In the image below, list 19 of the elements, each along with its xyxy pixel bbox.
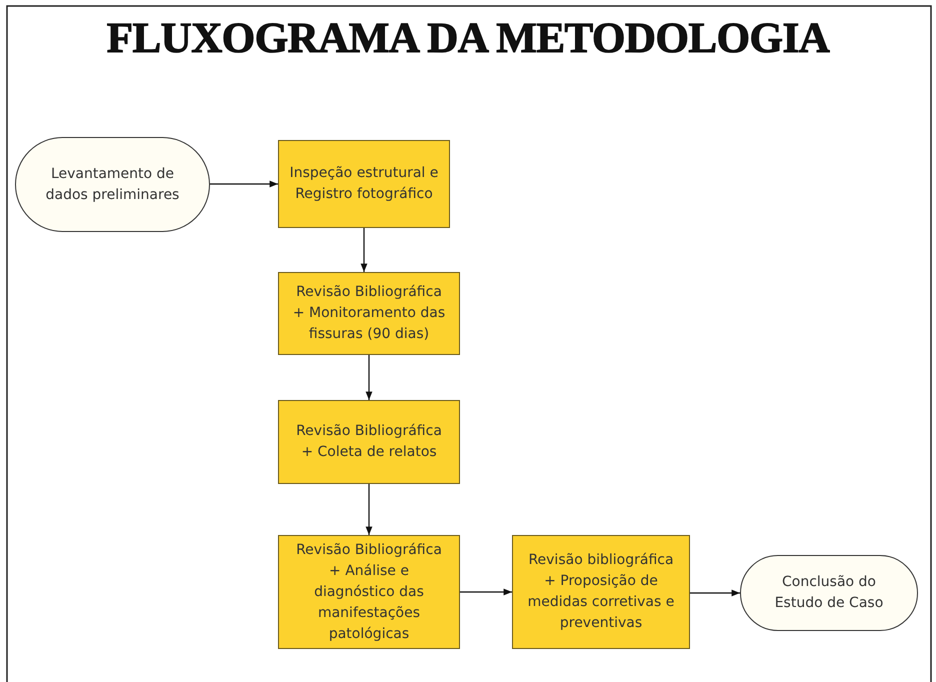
node-text: Revisão Bibliográfica + Coleta de relatos [295,422,443,462]
arrow [366,484,372,535]
arrow [360,228,368,272]
node-text: Inspeção estrutural e Registro fotográfico [288,164,440,204]
process-box [278,272,460,355]
node-text: Revisão Bibliográfica + Análise e diagnóstico das manifestações patológicas [295,540,443,644]
arrow [366,355,372,400]
process-box [278,400,460,484]
process-box [278,535,460,649]
node-text: Revisão Bibliográfica + Monitoramento das fissuras (90 dias) [292,283,446,344]
process-box [278,140,450,228]
process-box [512,535,690,649]
arrow [690,590,740,596]
node-text: Conclusão do Estudo de Caso [774,573,884,613]
node-text: Levantamento de dados preliminares [44,164,180,204]
node-text: Revisão bibliográfica + Proposição de medidas corretivas e preventivas [526,551,676,633]
arrow [460,588,512,596]
arrow [210,180,278,188]
title: FLUXOGRAMA DA METODOLOGIA [106,15,830,62]
